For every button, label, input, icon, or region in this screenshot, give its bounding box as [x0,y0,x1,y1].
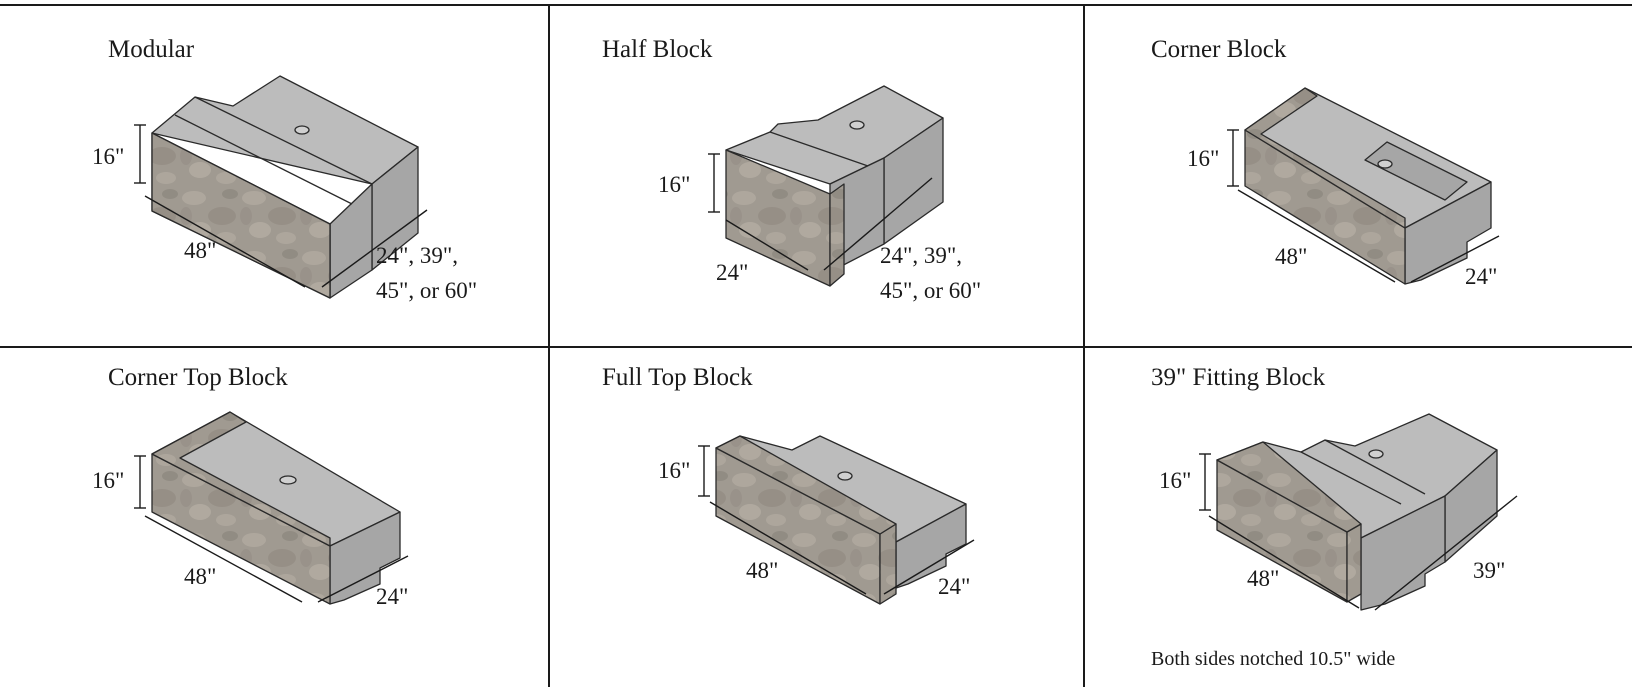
dimension-line [317,555,409,603]
block-title: Modular [108,36,195,63]
block-face [151,132,331,299]
lift-hole-icon [849,120,865,130]
dimension-line [1237,189,1396,283]
lift-hole-icon [837,471,853,481]
full-top-block-drawing [698,435,975,605]
grid-divider-horizontal [0,346,1632,348]
dimension-line [1208,515,1360,609]
notch-note: Both sides notched 10.5" wide [1151,648,1396,670]
lift-hole-icon [1377,159,1393,169]
block-cell-half-block: Half Block 16" 24" 24", 39", 45", or 60" [550,6,1094,346]
block-face [1300,451,1402,505]
depth-dimension-label: 24" [1465,264,1498,289]
block-face [151,411,331,547]
length-dimension-label: 48" [184,564,217,589]
depth-dimension-label-line2: 45", or 60" [880,278,982,303]
block-title: Corner Top Block [108,364,288,391]
dimension-line [321,209,428,288]
length-dimension-label: 48" [1247,566,1280,591]
dimension-line [1374,495,1518,611]
height-dimension-label: 16" [92,144,125,169]
block-face [769,131,869,167]
block-face [194,96,373,185]
lift-hole-icon [279,475,297,485]
depth-dimension-label: 39" [1473,558,1506,583]
dimension-line [144,195,306,288]
dimension-line [1410,235,1500,283]
height-dimension-label: 16" [1159,468,1192,493]
depth-dimension-label-line2: 45", or 60" [376,278,478,303]
fitting-block-drawing [1199,413,1518,611]
block-face [1346,523,1362,603]
length-dimension-label: 48" [746,558,779,583]
corner-block-drawing [1227,87,1500,285]
block-face [329,511,401,605]
dimension-line [725,219,809,271]
block-face [1216,441,1362,533]
height-dimension-label: 16" [92,468,125,493]
block-face [895,503,967,589]
grid-divider-vertical-1 [548,4,550,687]
length-dimension-label: 48" [1275,244,1308,269]
half-block-drawing [708,85,944,287]
block-face [1404,181,1492,285]
block-cell-corner-top-block: Corner Top Block 16" 48" 24" [0,348,544,688]
dimension-line [883,539,975,595]
block-title: 39" Fitting Block [1151,364,1326,391]
grid-top-border [0,4,1632,6]
dimension-line [144,515,303,603]
depth-dimension-label: 24" [376,584,409,609]
length-dimension-label: 48" [184,238,217,263]
length-dimension-label: 24" [716,260,749,285]
block-cell-corner-block: Corner Block 16" 48" 24" [1085,6,1629,346]
dimension-line [709,501,867,595]
block-face [829,183,845,287]
corner-top-block-drawing [134,411,409,605]
dimension-line [823,177,933,271]
block-face [1324,439,1426,495]
lift-hole-icon [1368,449,1384,459]
block-face [174,114,353,205]
block-title: Corner Block [1151,36,1287,63]
depth-dimension-label-line1: 24", 39", [376,243,459,268]
lift-hole-icon [294,125,310,135]
block-title: Half Block [602,36,713,63]
depth-dimension-label-line1: 24", 39", [880,243,963,268]
block-face [1364,141,1468,201]
modular-block-drawing [134,75,428,299]
block-face [1360,495,1446,611]
block-title: Full Top Block [602,364,753,391]
block-face [715,435,897,535]
block-cell-modular: Modular 16" 48" 24", 39", 45", or 60" [0,6,544,346]
height-dimension-label: 16" [1187,146,1220,171]
block-cell-full-top-block: Full Top Block 16" 48" 24" [550,348,1094,688]
block-face [1244,87,1406,229]
height-dimension-label: 16" [658,172,691,197]
block-cell-fitting-block: 39" Fitting Block 16" 48" 39" Both sides… [1085,348,1629,688]
depth-dimension-label: 24" [938,574,971,599]
grid-divider-vertical-2 [1083,4,1085,687]
block-face [329,183,373,299]
height-dimension-label: 16" [658,458,691,483]
